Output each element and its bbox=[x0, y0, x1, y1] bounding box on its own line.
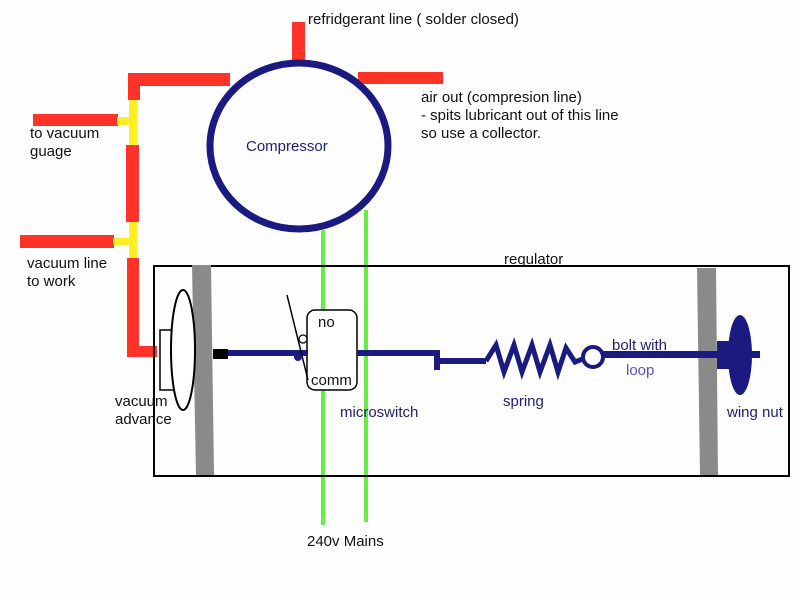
vacuum-line-label: vacuum line bbox=[27, 255, 107, 272]
bolt-loop bbox=[581, 345, 605, 369]
t-junction bbox=[117, 117, 131, 125]
spring bbox=[483, 337, 586, 381]
bolt-label: loop bbox=[626, 362, 654, 379]
refrigerant-line-label: refridgerant line ( solder closed) bbox=[308, 11, 519, 28]
bolt-label: bolt with bbox=[612, 337, 667, 354]
wing-nut-label: wing nut bbox=[726, 404, 784, 421]
compressor-body bbox=[206, 59, 392, 233]
vacuum-advance-diaphragm bbox=[170, 289, 196, 411]
t-junction bbox=[113, 238, 131, 245]
lever-roller bbox=[298, 334, 308, 344]
vacuum-line-stub bbox=[20, 235, 114, 248]
spring-label: spring bbox=[503, 393, 544, 410]
rod-hook bbox=[434, 358, 486, 364]
bolt bbox=[603, 351, 760, 358]
actuator-rod bbox=[357, 350, 437, 356]
right-plate bbox=[697, 268, 718, 475]
compressor-intake-pipe bbox=[128, 73, 230, 86]
vacuum-gauge-stub bbox=[33, 114, 118, 126]
t-junction bbox=[129, 222, 137, 258]
air-out-label: air out (compresion line) bbox=[421, 89, 582, 106]
regulator-label: regulator bbox=[504, 251, 563, 268]
vacuum-pipework bbox=[20, 22, 443, 357]
t-junction bbox=[129, 100, 137, 145]
vacuum-advance-label: advance bbox=[115, 411, 172, 428]
actuator-rod bbox=[228, 350, 308, 356]
mains-label: 240v Mains bbox=[307, 533, 384, 550]
regulator-box bbox=[153, 265, 790, 477]
rod-connector bbox=[213, 349, 228, 359]
compressor-label: Compressor bbox=[246, 138, 328, 155]
lever-pivot bbox=[294, 353, 302, 361]
pipe-segment bbox=[127, 258, 139, 355]
comm-terminal-label: comm bbox=[311, 372, 352, 389]
left-plate bbox=[192, 265, 214, 475]
wing-nut bbox=[728, 315, 752, 395]
vacuum-gauge-label: guage bbox=[30, 143, 72, 160]
pipe-to-vacuum-advance bbox=[127, 346, 157, 357]
no-terminal-label: no bbox=[318, 314, 335, 331]
pipe-segment bbox=[126, 145, 139, 222]
microswitch-label: microswitch bbox=[340, 404, 418, 421]
vacuum-advance-label: vacuum bbox=[115, 393, 168, 410]
vacuum-line-label: to work bbox=[27, 273, 76, 290]
air-out-label: - spits lubricant out of this line bbox=[421, 107, 619, 124]
microswitch-lever bbox=[286, 294, 309, 381]
air-out-label: so use a collector. bbox=[421, 125, 541, 142]
pipe-elbow bbox=[128, 73, 140, 100]
t-junctions bbox=[113, 100, 137, 258]
vacuum-gauge-label: to vacuum bbox=[30, 125, 99, 142]
air-out-line bbox=[358, 72, 443, 84]
refrigerant-line-stub bbox=[292, 22, 305, 60]
